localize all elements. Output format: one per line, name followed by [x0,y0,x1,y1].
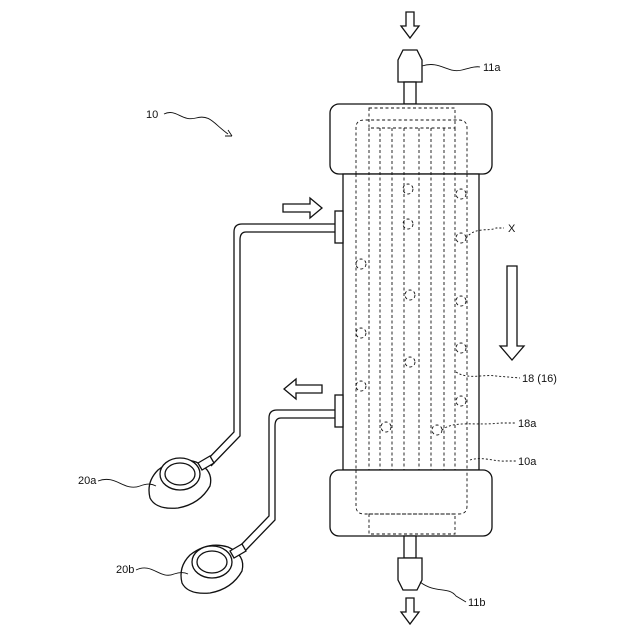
side-inflow-arrow [283,198,322,218]
label-fiber-end: 18a [518,418,537,430]
bag-b [181,544,246,593]
side-outflow-arrow [284,379,322,399]
label-housing: 10a [518,456,537,468]
side-port-lower [335,395,343,427]
tube-a [205,224,335,466]
bottom-port [398,536,422,590]
label-hole: X [508,223,516,235]
tube-b [240,410,335,550]
label-fiber-bundle: 18 (16) [522,373,557,385]
label-bag-b: 20b [116,564,134,576]
bottom-outflow-arrow [401,598,419,624]
side-port-upper [335,211,343,243]
flow-direction-arrow [500,266,524,360]
top-header-cap [330,104,492,174]
housing [343,174,479,470]
label-bottom-port: 11b [468,597,486,609]
bottom-header-cap [330,470,492,536]
label-top-port: 11a [483,62,501,74]
top-inflow-arrow [401,12,419,38]
top-port [398,50,422,104]
label-bag-a: 20a [78,475,97,487]
label-device: 10 [146,109,158,121]
bag-a [149,456,214,508]
